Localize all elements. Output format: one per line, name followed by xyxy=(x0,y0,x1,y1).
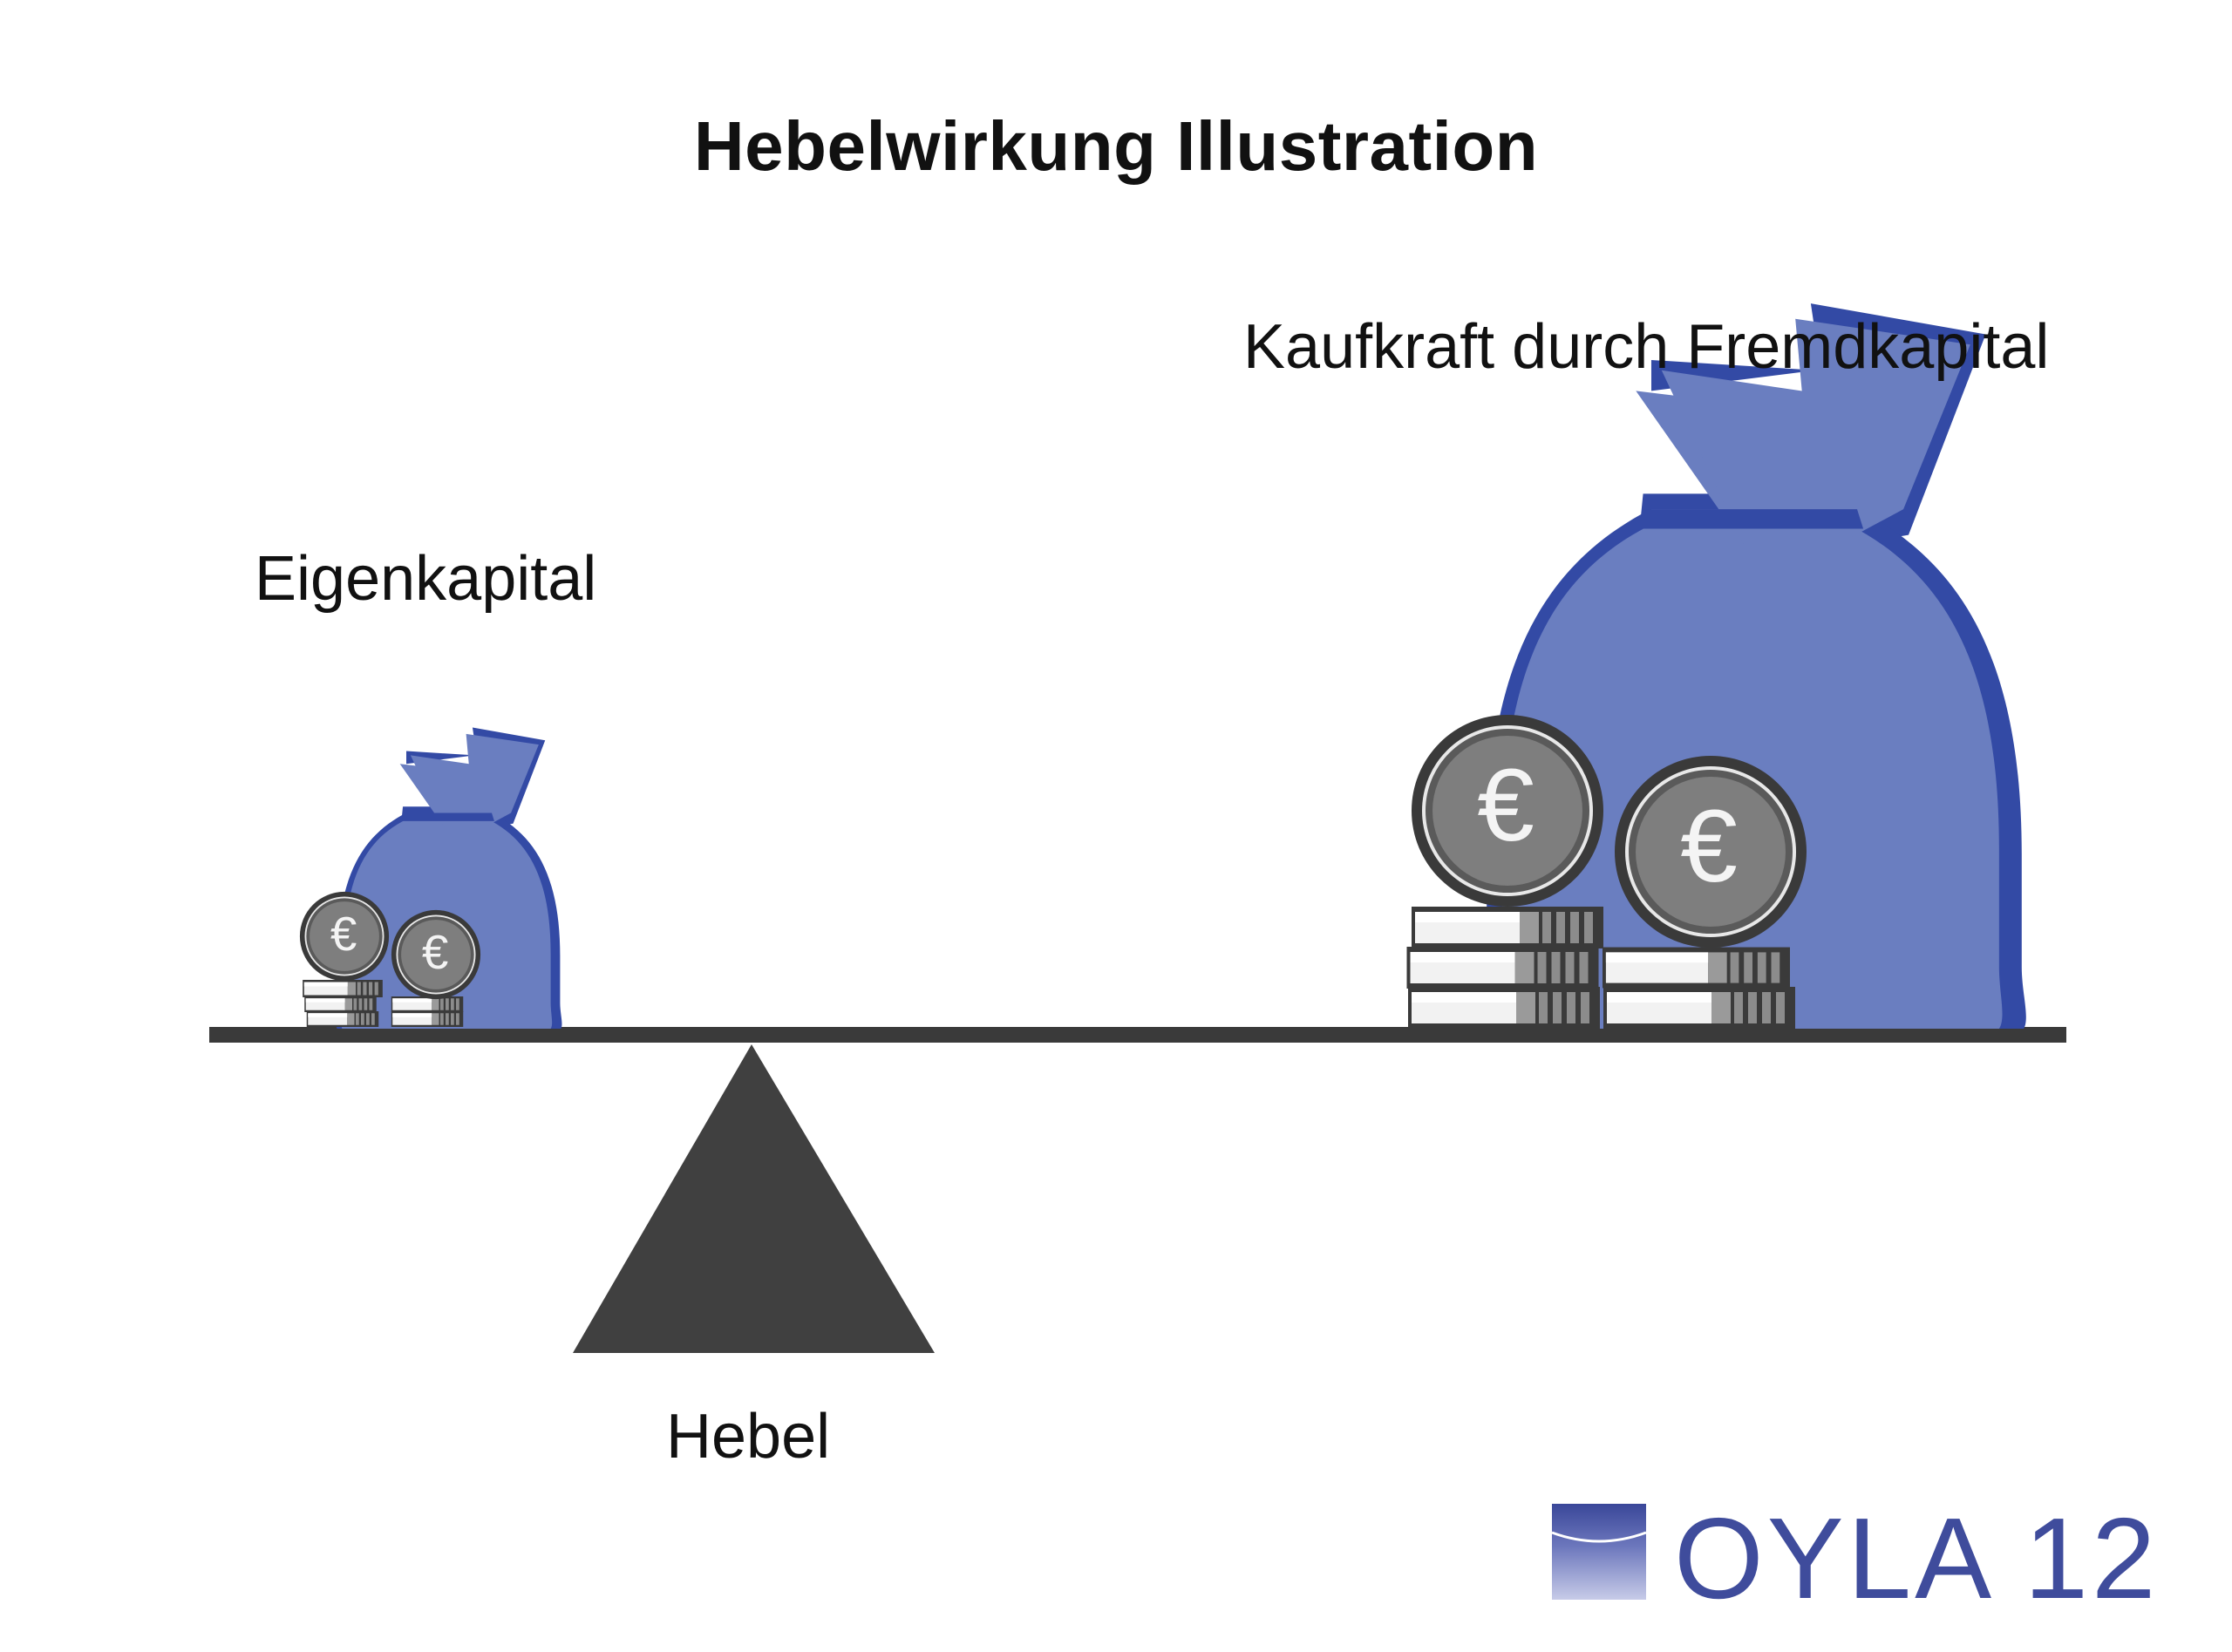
borrowed-capital-label: Kaufkraft durch Fremdkapital xyxy=(1243,312,2050,382)
equity-label: Eigenkapital xyxy=(255,544,597,614)
logo-text: OYLA 12 xyxy=(1674,1494,2160,1622)
logo-mark xyxy=(1551,1504,1647,1600)
lever-beam xyxy=(209,1027,2066,1043)
equity-group xyxy=(299,727,562,1029)
page-title: Hebelwirkung Illustration xyxy=(693,107,1539,185)
euro-coin-icon xyxy=(299,891,390,982)
fulcrum-triangle xyxy=(573,1044,935,1353)
borrowed-capital-group xyxy=(1406,303,2026,1029)
euro-coin-icon xyxy=(1412,715,1603,907)
euro-coin-icon xyxy=(391,909,481,1000)
euro-coin-icon xyxy=(1615,756,1807,948)
fulcrum-label: Hebel xyxy=(666,1402,831,1472)
